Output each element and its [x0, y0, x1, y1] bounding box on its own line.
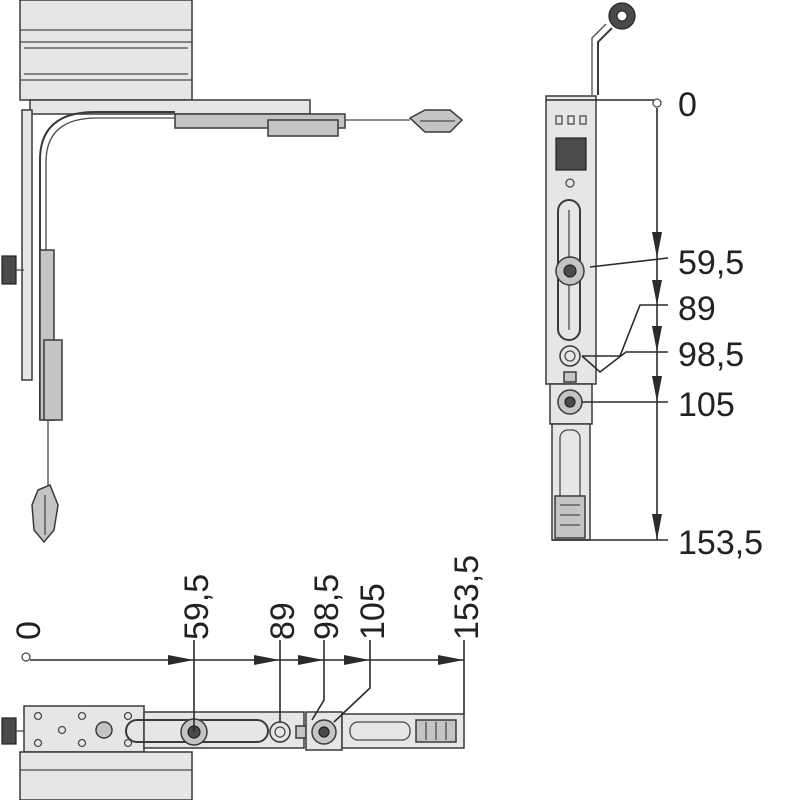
horizontal-view: 0 59,5 89 98,5 105 153,5 — [1, 555, 486, 800]
screw-89 — [559, 345, 581, 367]
horizontal-dim-59-5: 59,5 — [178, 574, 216, 640]
vertical-dim-105: 105 — [678, 386, 735, 424]
vertical-view: 0 59,5 89 98,5 105 153,5 — [545, 2, 763, 562]
horizontal-dim-105: 105 — [354, 583, 392, 640]
bottom-left-knob — [1, 717, 17, 745]
horizontal-dim-0: 0 — [10, 621, 48, 640]
corner-bracket-view — [1, 0, 464, 544]
vertical-dim-89: 89 — [678, 290, 716, 328]
screw-h-89 — [269, 721, 291, 743]
vertical-dim-98-5: 98,5 — [678, 336, 744, 374]
vertical-dim-153-5: 153,5 — [678, 524, 763, 562]
horizontal-dim-153-5: 153,5 — [448, 555, 486, 640]
vertical-arm — [21, 109, 33, 381]
vertical-dim-59-5: 59,5 — [678, 244, 744, 282]
left-knob — [1, 255, 17, 285]
horizontal-dim-89: 89 — [264, 602, 302, 640]
horizontal-arm — [29, 99, 311, 115]
vertical-dim-0: 0 — [678, 86, 697, 124]
horizontal-dim-98-5: 98,5 — [308, 574, 346, 640]
top-profile-block — [19, 0, 193, 101]
